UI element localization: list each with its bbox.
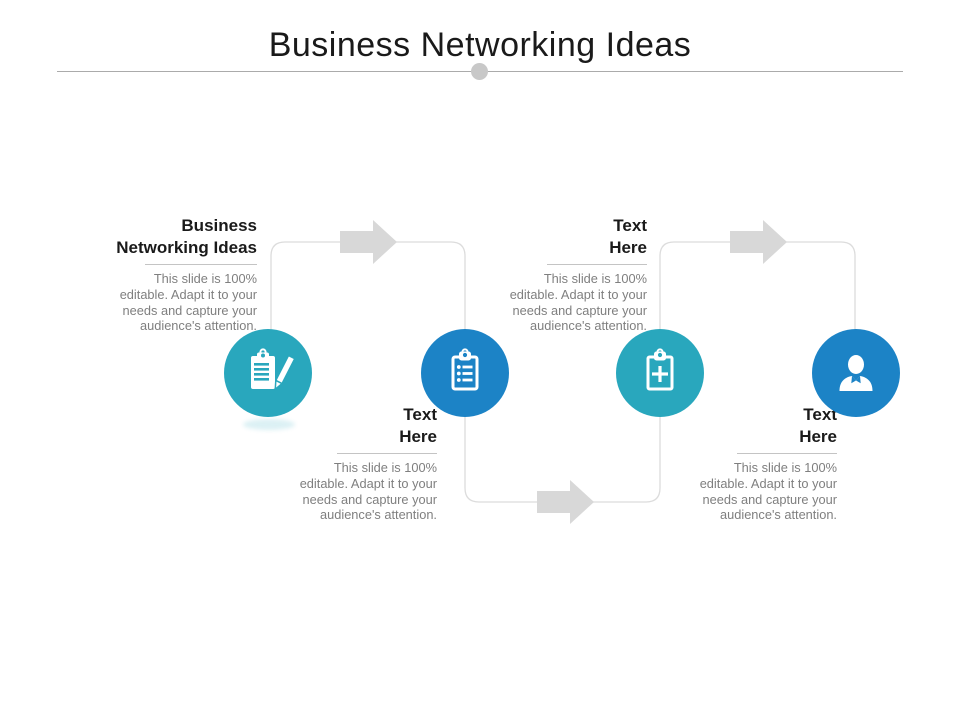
- step-circle: [224, 329, 312, 417]
- step-circle: [421, 329, 509, 417]
- step-text-block: Text Here This slide is 100% editable. A…: [472, 215, 647, 334]
- clipboard-pencil-icon: [251, 348, 294, 391]
- arrow-right-icon: [730, 220, 787, 264]
- businessman-icon: [839, 355, 873, 391]
- step-description: This slide is 100% editable. Adapt it to…: [699, 460, 837, 523]
- step-description: This slide is 100% editable. Adapt it to…: [509, 271, 647, 334]
- step-description: This slide is 100% editable. Adapt it to…: [119, 271, 257, 334]
- step-text-block: Text Here This slide is 100% editable. A…: [262, 404, 437, 523]
- step-text-block: Business Networking Ideas This slide is …: [82, 215, 257, 334]
- step-circle: [616, 329, 704, 417]
- clipboard-checklist-icon: [451, 348, 479, 391]
- separator-dot-icon: [471, 63, 488, 80]
- arrow-right-icon: [340, 220, 397, 264]
- step-heading-underline: [737, 453, 837, 454]
- step-heading-underline: [145, 264, 257, 265]
- step-heading-underline: [337, 453, 437, 454]
- step-text-block: Text Here This slide is 100% editable. A…: [662, 404, 837, 523]
- step-heading: Text Here: [609, 216, 647, 257]
- step-heading: Business Networking Ideas: [116, 216, 257, 257]
- clipboard-plus-icon: [646, 348, 674, 391]
- step-description: This slide is 100% editable. Adapt it to…: [299, 460, 437, 523]
- step-heading: Text Here: [399, 405, 437, 446]
- slide-title: Business Networking Ideas: [268, 26, 692, 64]
- arrow-right-icon: [537, 480, 594, 524]
- circle-reflection: [243, 419, 295, 430]
- step-heading: Text Here: [799, 405, 837, 446]
- step-circle: [812, 329, 900, 417]
- step-heading-underline: [547, 264, 647, 265]
